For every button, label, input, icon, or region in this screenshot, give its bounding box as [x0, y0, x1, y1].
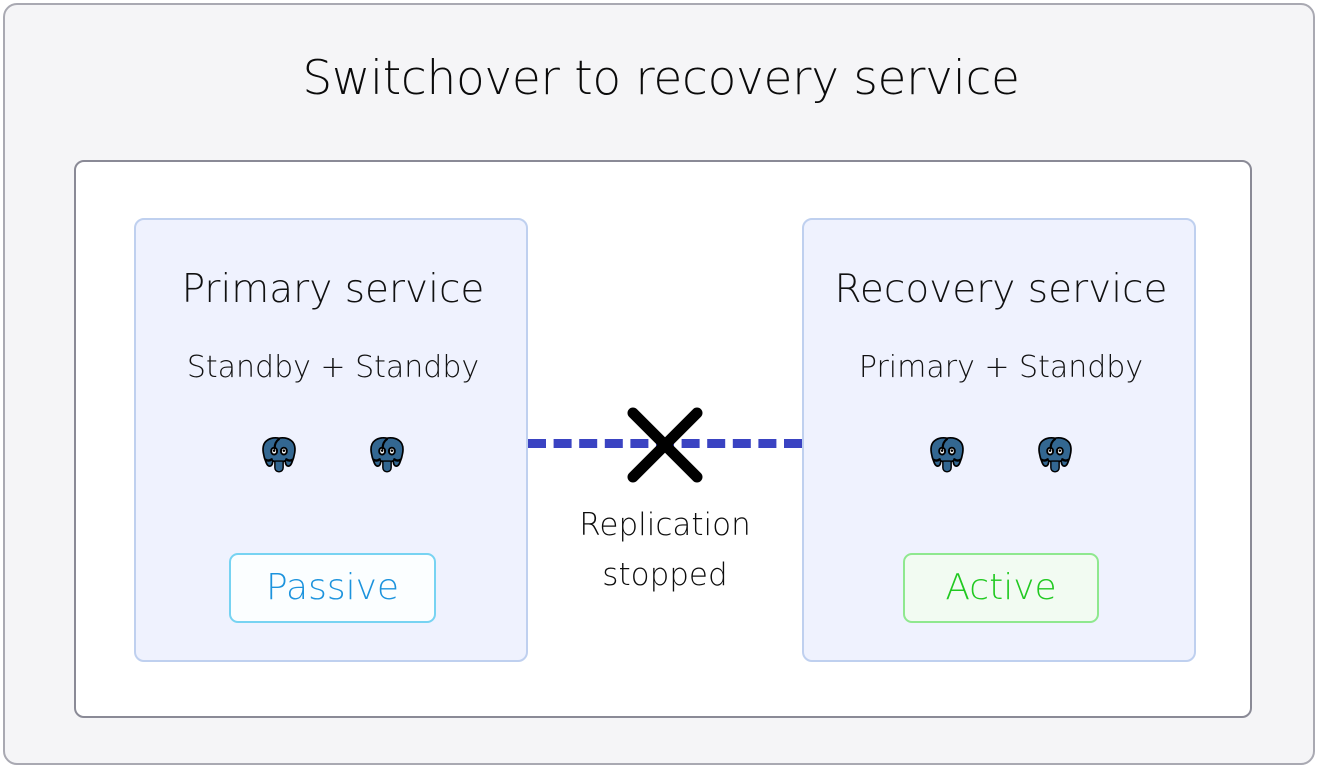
- diagram-page-frame: Switchover to recovery service Primary s…: [3, 3, 1315, 765]
- page-title: Switchover to recovery service: [302, 51, 1020, 106]
- postgresql-elephant-icon: [930, 436, 964, 473]
- cross-mark-icon: [627, 407, 703, 483]
- panel-subtitle-recovery: Primary + Standby: [858, 350, 1144, 385]
- replication-link: Replication stopped: [528, 382, 802, 612]
- postgresql-elephant-icon: [370, 436, 404, 473]
- panel-title-recovery: Recovery service: [834, 267, 1168, 312]
- node-row-recovery: [804, 423, 1198, 485]
- postgresql-elephant-icon: [262, 436, 296, 473]
- service-panel-recovery[interactable]: Recovery service Primary + Standby: [802, 218, 1196, 662]
- node-row-primary: [136, 423, 530, 485]
- panel-title-primary: Primary service: [181, 267, 485, 312]
- service-panel-primary[interactable]: Primary service Standby + Standby: [134, 218, 528, 662]
- replication-label-line1: Replication: [579, 507, 751, 543]
- postgresql-elephant-icon: [1038, 436, 1072, 473]
- diagram-card: Primary service Standby + Standby: [74, 160, 1252, 718]
- status-badge-passive[interactable]: Passive: [229, 553, 436, 623]
- replication-status-text: Replication stopped: [528, 500, 802, 600]
- replication-label-line2: stopped: [602, 557, 728, 594]
- panel-subtitle-primary: Standby + Standby: [186, 350, 480, 385]
- status-badge-active[interactable]: Active: [903, 553, 1099, 623]
